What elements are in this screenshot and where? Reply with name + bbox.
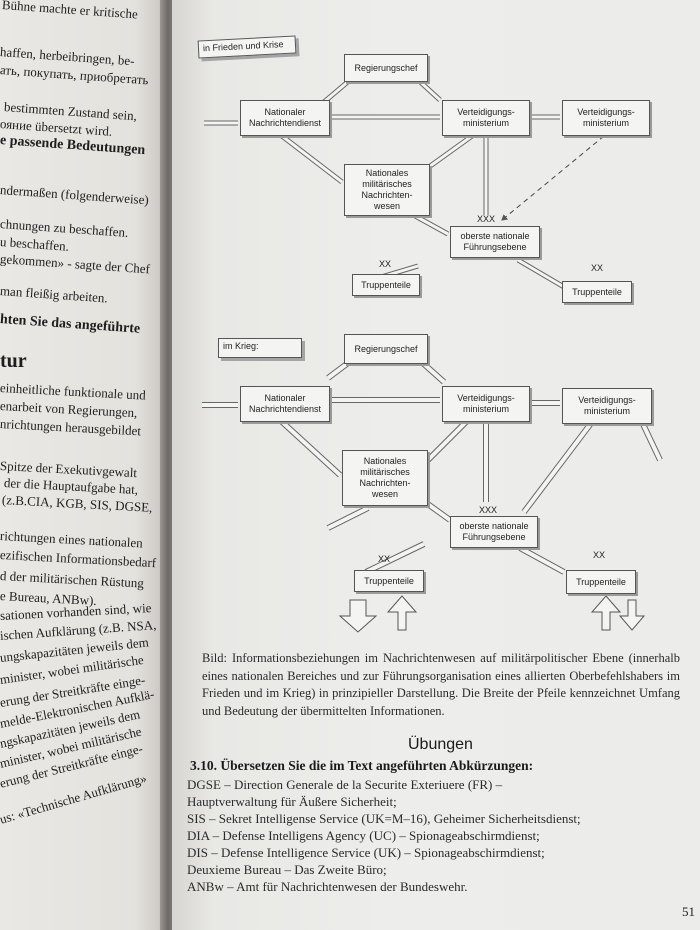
left-text-line: d der militärischen Rüstung <box>0 568 145 591</box>
box-militaerisches-nachrichtenwesen: Nationales militärisches Nachrichten- we… <box>342 450 428 506</box>
left-section-heading: tur <box>0 350 27 372</box>
box-truppenteile-left: Truppenteile <box>352 274 420 296</box>
box-truppenteile-left: Truppenteile <box>354 570 424 592</box>
rank-mark-xx: XX <box>378 554 391 564</box>
bottom-diagram-arrows-inner <box>202 355 662 574</box>
box-truppenteile-right: Truppenteile <box>562 281 632 303</box>
rank-mark-xx: XX <box>379 259 392 269</box>
abbreviation-line: Hauptverwaltung für Äußere Sicherheit; <box>187 794 397 809</box>
rank-mark-xx: XX <box>593 550 606 560</box>
rank-mark-xxx: XXX <box>477 214 496 224</box>
left-text-line: hten Sie das angeführte <box>0 312 141 337</box>
left-text-line: Bühne machte er kritische <box>1 0 139 22</box>
abbreviation-line: DGSE – Direction Generale de la Securite… <box>187 777 503 792</box>
box-militaerisches-nachrichtenwesen: Nationales militärisches Nachrichten- we… <box>344 164 430 216</box>
left-page: Bühne machte er kritische haffen, herbei… <box>0 0 168 930</box>
left-text-line: man fleißig arbeiten. <box>0 283 109 306</box>
box-fuehrungsebene: oberste nationale Führungsebene <box>450 226 540 258</box>
exercises-heading: Übungen <box>408 736 473 753</box>
box-regierungschef: Regierungschef <box>344 334 428 364</box>
rank-mark-xxx: XXX <box>479 505 498 515</box>
abbreviation-line: Deuxieme Bureau – Das Zweite Büro; <box>187 862 387 877</box>
exercise-task: 3.10. Übersetzen Sie die im Text angefüh… <box>190 758 534 773</box>
box-fuehrungsebene: oberste nationale Führungsebene <box>450 516 538 548</box>
left-text-line: ndermaßen (folgenderweise) <box>0 182 150 208</box>
box-verteidigungsministerium-1: Verteidigungs- ministerium <box>442 386 530 422</box>
box-verteidigungsministerium-1: Verteidigungs- ministerium <box>442 100 530 136</box>
diagram-arrows <box>202 76 663 633</box>
dashed-arrow <box>501 135 605 221</box>
rank-mark-xx: XX <box>591 263 604 273</box>
abbreviation-line: DIA – Defense Intelligens Agency (UC) – … <box>187 828 540 843</box>
abbreviation-line: DIS – Defense Intelligence Service (UK) … <box>187 845 545 860</box>
left-text-line: gekommen» - sagte der Chef <box>0 251 151 277</box>
right-page: in Frieden und Krise Regierungschef Nati… <box>172 0 700 930</box>
box-regierungschef: Regierungschef <box>344 54 428 82</box>
page-number: 51 <box>682 904 695 919</box>
box-verteidigungsministerium-2: Verteidigungs- ministerium <box>562 100 650 136</box>
figure-caption: Bild: Informationsbeziehungen im Nachric… <box>202 651 680 718</box>
block-arrows <box>338 595 646 633</box>
abbreviation-line: SIS – Sekret Intelligense Service (UK=M–… <box>187 811 581 826</box>
box-truppenteile-right: Truppenteile <box>566 570 636 594</box>
box-nationaler-nachrichtendienst: Nationaler Nachrichtendienst <box>240 100 330 136</box>
abbreviation-line: ANBw – Amt für Nachrichtenwesen der Bund… <box>187 879 468 894</box>
box-verteidigungsministerium-2: Verteidigungs- ministerium <box>562 388 652 424</box>
diagram-tag-war: im Krieg: <box>218 338 302 358</box>
box-nationaler-nachrichtendienst: Nationaler Nachrichtendienst <box>240 386 330 422</box>
